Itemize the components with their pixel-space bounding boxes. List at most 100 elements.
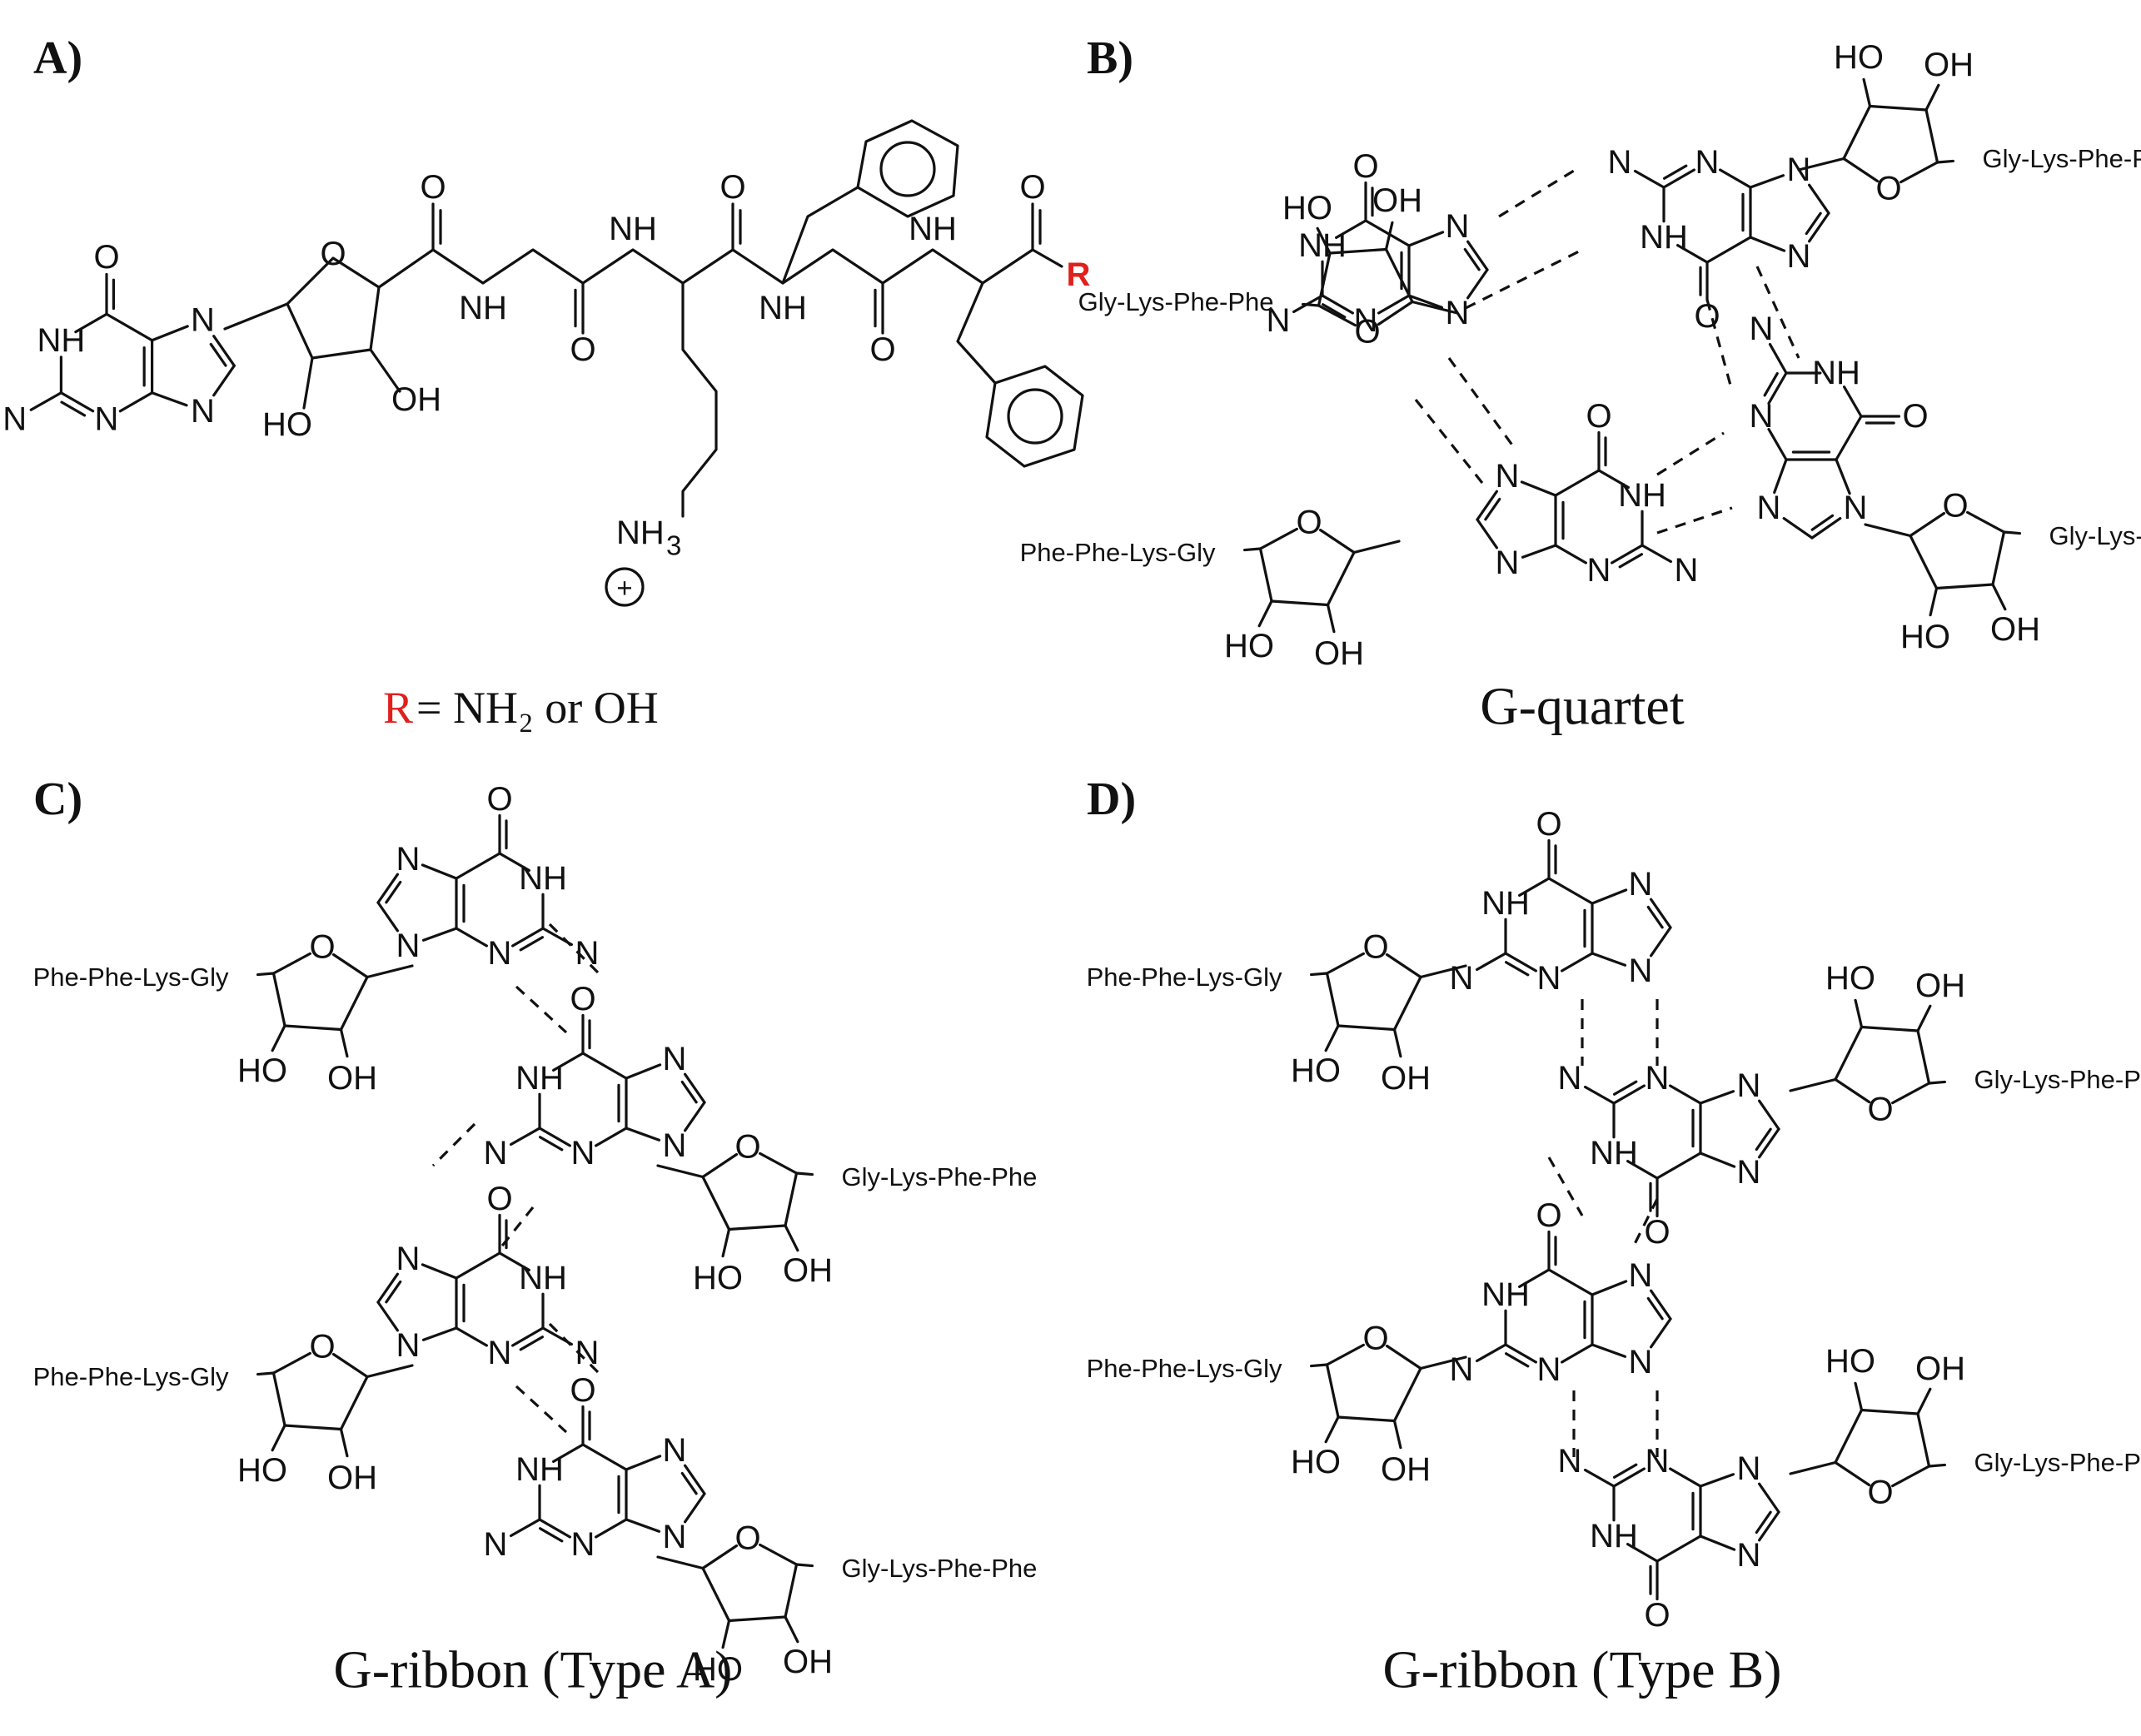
n-label: N [1587,552,1611,589]
panel-label: B) [1087,32,1133,84]
aromatic-ring [1007,388,1063,445]
n-label: N [1695,144,1720,181]
hydroxyl-label: OH [1381,1060,1431,1097]
hydroxyl-label: HO [693,1260,743,1296]
n-label: N [1354,302,1378,339]
nh-label: NH [37,322,86,359]
ring-oxygen-label: O [1296,505,1322,541]
caption-g-quartet: G-quartet [1480,677,1684,736]
n-label: N [1608,144,1632,181]
o-label: O [1352,148,1378,185]
n-label: N [1646,1060,1670,1097]
n-label: N [1750,398,1774,435]
hydroxyl-label: OH [1314,635,1364,672]
carbonyl-o: O [570,331,595,368]
o-label: O [1902,398,1928,435]
panel-label: C) [33,773,82,825]
ring-oxygen-label: O [734,1520,760,1557]
positive-charge: + [616,573,632,604]
peptide-label: Gly-Lys-Phe-Phe [1974,1065,2141,1094]
o-label: O [1536,806,1561,843]
peptide-label: Gly-Lys-Phe-Phe [1983,144,2141,173]
n-label: N [663,1519,687,1555]
carbonyl-o: O [869,331,895,368]
ring-oxygen-label: O [309,929,335,966]
n-label: N [1675,552,1699,589]
n-label: N [488,1335,512,1371]
hydroxyl-label: HO [1291,1444,1341,1480]
hydroxyl-label: OH [327,1060,377,1097]
n-label: N [1537,960,1561,997]
peptide-label: Gly-Lys-Phe-Phe [2049,521,2141,550]
hydroxyl-label: OH [1990,611,2040,648]
aromatic-ring [879,141,936,197]
ring-oxygen-label: O [1354,314,1380,351]
n-label: N [1537,1351,1561,1388]
hydroxyl-label: OH [327,1460,377,1496]
carbonyl-o: O [1019,169,1045,206]
amide-nh: NH [609,211,657,247]
ring-oxygen-label: O [309,1329,335,1365]
nh-label: NH [1812,355,1860,391]
n-label: N [95,400,119,437]
charge-circle [605,567,645,607]
nh-label: NH [1640,219,1688,256]
n-label: N [191,302,215,339]
hydroxyl-label: OH [1924,47,1974,83]
n-label: N [1737,1537,1761,1574]
peptide-label: Phe-Phe-Lys-Gly [1087,1354,1282,1383]
n-label: N [1737,1154,1761,1191]
amide-nh: NH [909,211,957,247]
nh-label: NH [1590,1518,1638,1554]
ring-oxygen-label: O [1942,488,1968,525]
hydroxyl-label: HO [1291,1052,1341,1089]
nh-label: NH [1590,1135,1638,1171]
o-label: O [570,1372,595,1409]
hydroxyl-label: HO [237,1052,287,1089]
hydroxyl-label: HO [262,406,312,443]
n-label: N [571,1526,595,1563]
ammonium-label: NH [616,515,665,551]
n-label: N [484,1135,508,1171]
n-label: N [484,1526,508,1563]
n-label: N [1757,490,1781,526]
ring-oxygen-label: O [734,1129,760,1166]
hydroxyl-label: OH [391,381,441,418]
carbonyl-o: O [420,169,446,206]
n-label: N [1446,208,1470,245]
n-label: N [1737,1450,1761,1487]
ring-oxygen-label: O [1867,1475,1893,1511]
subscript: 3 [666,530,681,561]
peptide-label: Gly-Lys-Phe-Phe [842,1162,1038,1191]
n-label: N [396,841,421,878]
o-label: O [1644,1214,1670,1251]
r-definition-symbol: R [383,683,413,733]
hydroxyl-label: HO [1282,190,1332,226]
nh-label: NH [1618,477,1666,514]
hydroxyl-label: OH [783,1644,833,1680]
hydroxyl-label: HO [1834,39,1884,76]
n-label: N [1844,490,1868,526]
o-label: O [1536,1197,1561,1234]
caption-g-ribbon-type-a: G-ribbon (Type A) [334,1640,733,1699]
hydroxyl-label: HO [693,1651,743,1688]
amide-nh: NH [759,290,807,326]
hydroxyl-label: HO [237,1452,287,1489]
peptide-label: Phe-Phe-Lys-Gly [33,963,229,992]
hydroxyl-label: OH [1381,1451,1431,1488]
o-label: O [486,781,512,818]
nh-label: NH [519,860,567,897]
ring-oxygen-label: O [320,236,346,272]
n-label: N [1737,1067,1761,1104]
n-label: N [1267,302,1291,339]
hydroxyl-label: OH [1372,182,1422,219]
ring-oxygen-label: O [1362,929,1388,966]
nh-label: NH [515,1060,564,1097]
hydroxyl-label: HO [1825,960,1875,997]
n-label: N [1629,953,1653,989]
